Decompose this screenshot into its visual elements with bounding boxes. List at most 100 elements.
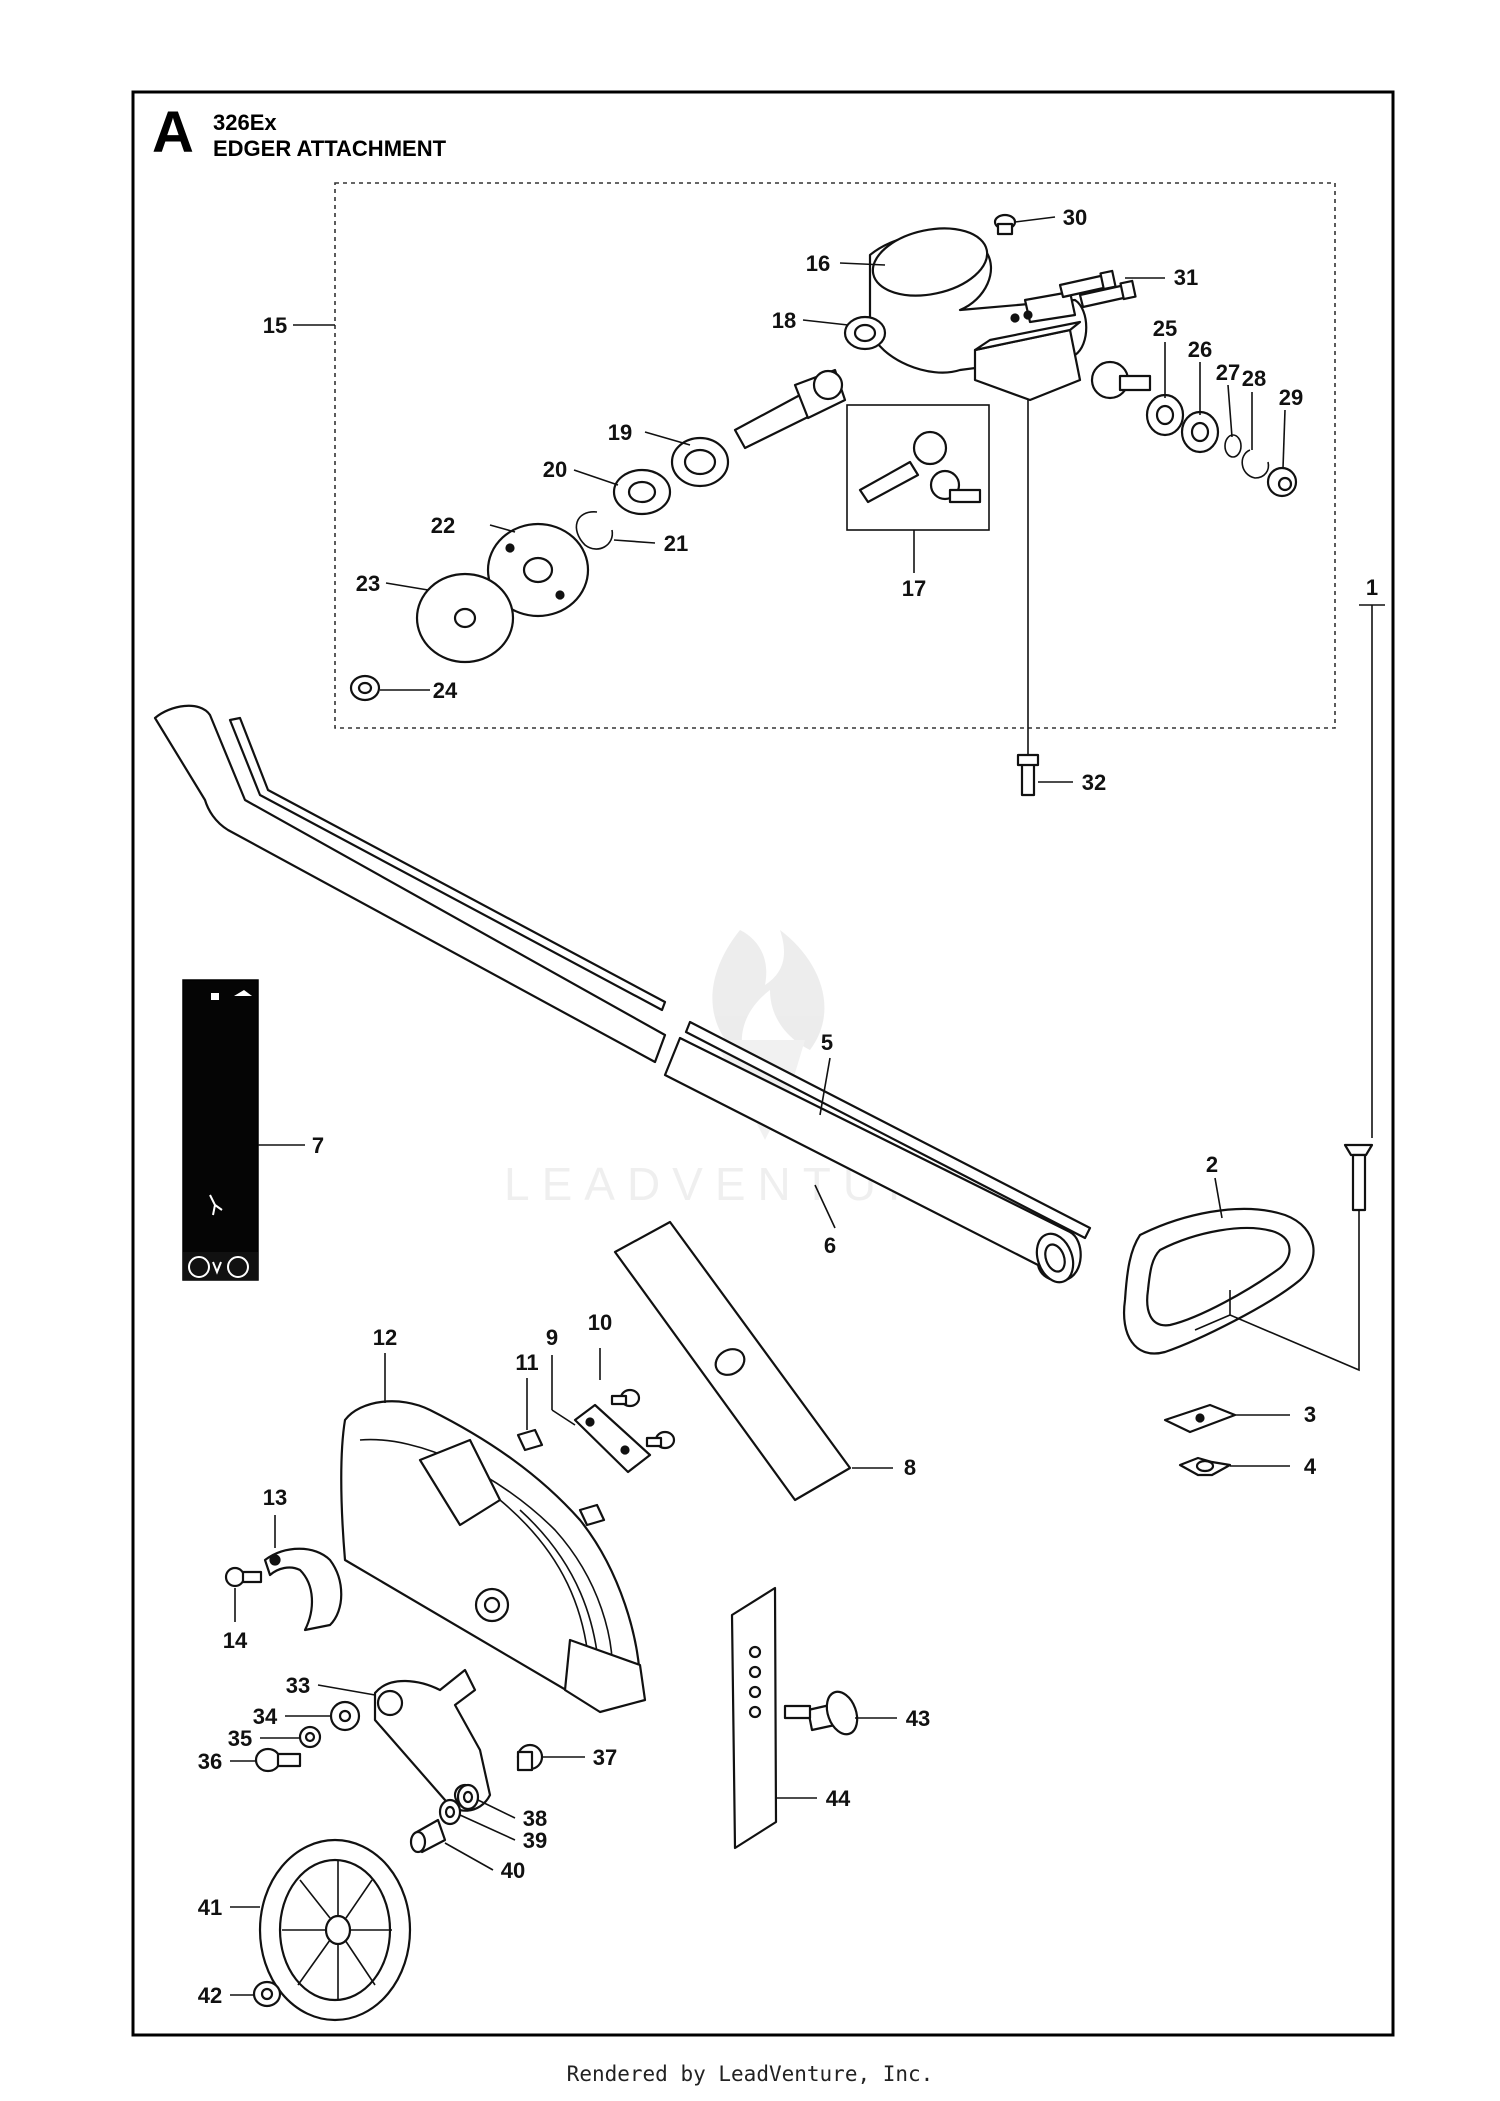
callout-43: 43	[906, 1706, 930, 1731]
washer-34	[329, 1700, 361, 1732]
callout-8: 8	[904, 1455, 916, 1480]
washer-20	[612, 468, 672, 516]
callout-32: 32	[1082, 770, 1106, 795]
callout-6: 6	[824, 1233, 836, 1258]
cap-29	[1266, 466, 1298, 498]
safety-icon	[234, 990, 252, 996]
callout-34: 34	[253, 1704, 278, 1729]
square-nuts-11	[516, 1428, 606, 1527]
gear-set-17	[858, 430, 982, 504]
screws-10	[610, 1388, 676, 1450]
drive-shaft	[228, 716, 1092, 1240]
carriage-bolt-1	[1343, 1143, 1374, 1212]
callout-42: 42	[198, 1983, 222, 2008]
callout-41: 41	[198, 1895, 222, 1920]
section-title: EDGER ATTACHMENT	[213, 136, 447, 161]
model-name: 326Ex	[213, 110, 277, 135]
section-letter: A	[152, 100, 194, 165]
loop-handle	[1122, 1207, 1315, 1355]
callout-2: 2	[1206, 1152, 1218, 1177]
callout-36: 36	[198, 1749, 222, 1774]
wheel	[258, 1838, 412, 2022]
circlip-21	[575, 511, 614, 550]
output-gear	[1090, 360, 1152, 400]
flange-22	[486, 522, 590, 618]
callout-39: 39	[523, 1828, 547, 1853]
diagram-frame	[131, 90, 1395, 2037]
callout-21: 21	[664, 531, 688, 556]
callout-17: 17	[902, 576, 926, 601]
clamp-screws-31	[1058, 269, 1137, 309]
bolt-path	[1194, 1210, 1360, 1372]
callout-28: 28	[1242, 366, 1266, 391]
callout-13: 13	[263, 1485, 287, 1510]
knob-43	[783, 1690, 859, 1736]
callout-10: 10	[588, 1310, 612, 1335]
gear-housing	[868, 227, 1088, 402]
callout-24: 24	[433, 678, 458, 703]
bearing-19	[670, 436, 730, 488]
callout-37: 37	[593, 1745, 617, 1770]
callout-3: 3	[1304, 1402, 1316, 1427]
bearing-26	[1180, 410, 1220, 454]
callout-12: 12	[373, 1325, 397, 1350]
depth-plate-44	[730, 1586, 778, 1850]
operator-icon	[209, 1194, 223, 1216]
shaft-tube	[153, 704, 1082, 1284]
warning-decal	[182, 979, 259, 1281]
leader-lines	[230, 216, 1385, 1996]
wing-nut-4	[1178, 1456, 1232, 1477]
callout-23: 23	[356, 571, 380, 596]
gear-head-assembly-box	[334, 182, 1336, 729]
callout-22: 22	[431, 513, 455, 538]
callout-20: 20	[543, 457, 567, 482]
callout-7: 7	[312, 1133, 324, 1158]
callout-1: 1	[1366, 575, 1378, 600]
callout-14: 14	[223, 1628, 248, 1653]
callout-40: 40	[501, 1858, 525, 1883]
blade-guard	[340, 1400, 647, 1714]
callout-4: 4	[1304, 1454, 1317, 1479]
clamp-plate-9	[573, 1403, 652, 1474]
callout-25: 25	[1153, 316, 1177, 341]
bushing-40	[409, 1818, 447, 1854]
callout-labels: 1 2 3 4 5 6 7 8 9 10 11 12 13 14 15 16 1…	[198, 205, 1378, 2008]
callout-31: 31	[1174, 265, 1198, 290]
callout-26: 26	[1188, 337, 1212, 362]
callout-33: 33	[286, 1673, 310, 1698]
footer-credit: Rendered by LeadVenture, Inc.	[566, 2062, 934, 2086]
callout-19: 19	[608, 420, 632, 445]
washer-35	[298, 1725, 322, 1749]
circlip-28	[1241, 449, 1270, 479]
washer-38	[456, 1783, 480, 1811]
callout-16: 16	[806, 251, 830, 276]
ear-protection-icon	[188, 1256, 210, 1278]
bearing-25	[1145, 393, 1185, 437]
washer-23	[415, 572, 515, 664]
callout-9: 9	[546, 1325, 558, 1350]
edger-blade	[613, 1220, 852, 1502]
bolt-36	[254, 1747, 302, 1773]
gear-set-17-inset	[846, 404, 990, 531]
callout-44: 44	[826, 1786, 851, 1811]
drive-shaft-gear	[733, 368, 847, 450]
screw-30	[993, 213, 1017, 236]
callout-38: 38	[523, 1806, 547, 1831]
callout-30: 30	[1063, 205, 1087, 230]
nut-42	[252, 1980, 282, 2008]
screw-32	[1016, 753, 1040, 797]
circlip-27	[1224, 434, 1242, 458]
callout-11: 11	[515, 1350, 538, 1375]
bearing-18	[843, 315, 887, 351]
callout-35: 35	[228, 1726, 252, 1751]
eye-protection-icon	[227, 1256, 249, 1278]
screw-14	[224, 1566, 263, 1588]
callout-15: 15	[263, 313, 287, 338]
manual-icon	[211, 993, 219, 1000]
callout-5: 5	[821, 1030, 833, 1055]
callout-29: 29	[1279, 385, 1303, 410]
bracket-13	[263, 1547, 343, 1632]
callout-18: 18	[772, 308, 796, 333]
callout-27: 27	[1216, 360, 1240, 385]
